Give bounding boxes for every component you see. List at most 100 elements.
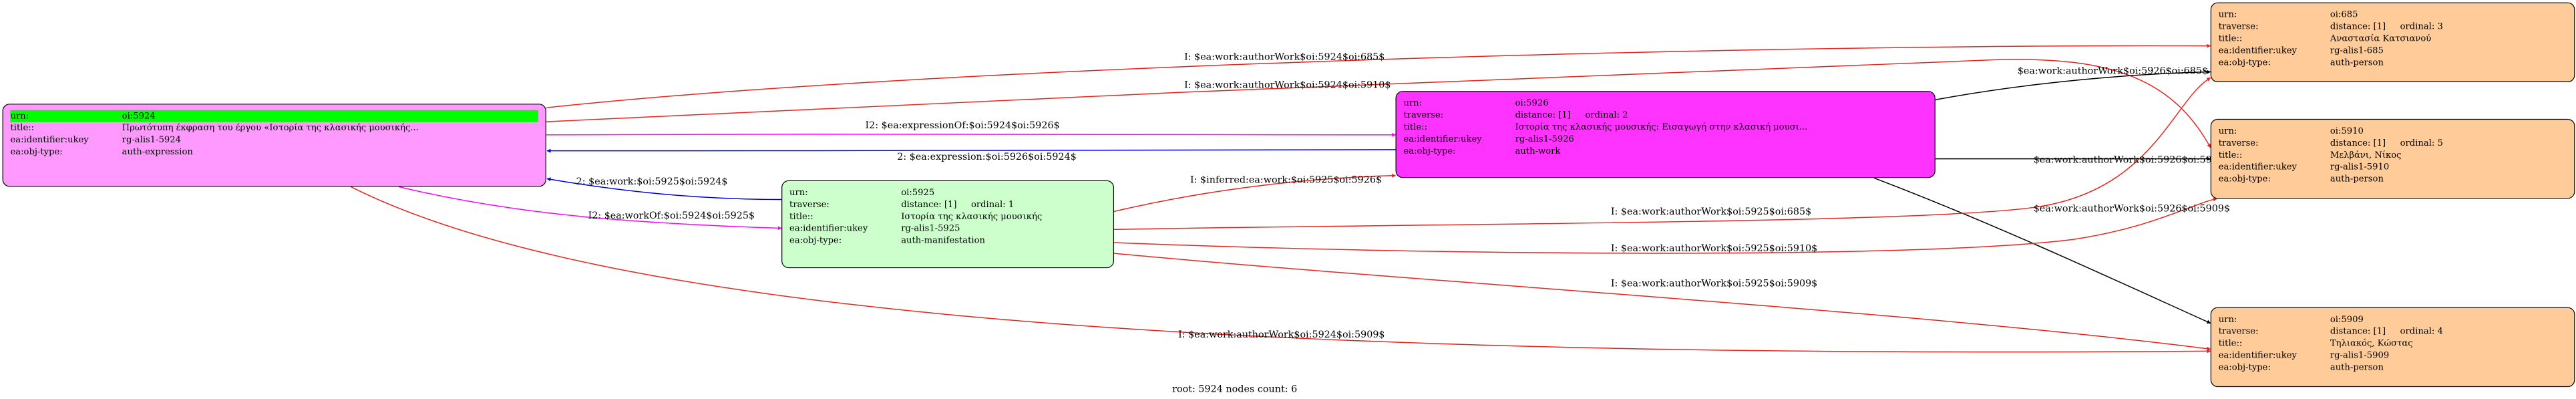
title-value: Τηλιακός, Κώστας [2330, 338, 2413, 349]
node-urn-row: urn: oi:5926 [1403, 98, 1927, 110]
ukey-key: ea:identifier:ukey [1403, 134, 1482, 144]
edge-label-5925-5910: I: $ea:work:authorWork$oi:5925$oi:5910$ [1611, 243, 1817, 254]
node-685[interactable]: urn: oi:685 traverse:distance: [1]ordinal… [2210, 2, 2575, 82]
node-5924[interactable]: urn:oi:5924 title::Πρωτότυπη έκφραση του… [2, 104, 546, 187]
node-type-row: ea:obj-type:auth-person [2219, 362, 2567, 374]
edge-5925-5910 [1113, 197, 2217, 254]
traverse-key: traverse: [2218, 21, 2259, 32]
urn-key: urn: [789, 187, 808, 198]
urn-key: urn: [1403, 98, 1423, 108]
type-key: ea:obj-type: [2218, 57, 2271, 68]
edge-label-5925-5909: I: $ea:work:authorWork$oi:5925$oi:5909$ [1611, 279, 1817, 289]
node-urn-row: urn: oi:5910 [2219, 125, 2567, 137]
traverse-key: traverse: [789, 199, 830, 210]
ukey-key: ea:identifier:ukey [2218, 162, 2297, 172]
edge-label-5926-685: $ea:work:authorWork$oi:5926$oi:685$ [2018, 65, 2208, 76]
traverse-key: traverse: [1403, 110, 1444, 120]
title-value: Ιστορία της κλασικής μουσικής: Εισαγωγή … [1515, 122, 1808, 132]
title-key: title:: [2218, 150, 2243, 160]
edge-5926-685 [1935, 70, 2211, 100]
node-traverse-row: traverse:distance: [1]ordinal: 4 [2219, 325, 2567, 338]
node-type-row: ea:obj-type: auth-person [2219, 57, 2567, 69]
urn-value: oi:5924 [122, 110, 538, 122]
node-urn-row: urn:oi:5925 [789, 186, 1106, 198]
urn-value: oi:5910 [2330, 126, 2364, 136]
distance-value: distance: [1] [901, 199, 957, 210]
urn-value: oi:685 [2330, 9, 2358, 20]
type-value: auth-manifestation [901, 235, 985, 246]
edge-5925-5926 [1113, 173, 1397, 213]
ukey-key: ea:identifier:ukey [2218, 45, 2297, 55]
node-type-row: ea:obj-type: auth-manifestation [789, 235, 1106, 247]
ukey-key: ea:identifier:ukey [789, 223, 868, 234]
edge-5924-5909 [351, 186, 2211, 354]
node-5926[interactable]: urn: oi:5926 traverse: distance: [1] ordina… [1395, 91, 1936, 178]
node-5925[interactable]: urn:oi:5925 traverse: distance: [1] ordina… [781, 180, 1115, 269]
node-title-row: title::Τηλιακός, Κώστας [2219, 338, 2567, 350]
node-traverse-row: traverse:distance: [1]ordinal: 3 [2219, 21, 2567, 33]
node-title-row: title::Αναστασία Κατσιανού [2219, 33, 2567, 45]
node-ukey-row: ea:identifier:ukey rg-alis1-685 [2219, 45, 2567, 57]
distance-value: distance: [1] [2330, 138, 2386, 148]
node-traverse-row: traverse: distance: [1] ordinal: 1 [789, 198, 1106, 211]
ukey-value: rg-alis1-685 [2330, 45, 2384, 55]
node-ukey-row: ea:identifier:ukey rg-alis1-5909 [2219, 350, 2567, 362]
traverse-key: traverse: [2218, 138, 2259, 148]
type-key: ea:obj-type: [1403, 146, 1456, 156]
distance-value: distance: [1] [2330, 326, 2386, 337]
edge-label-5924-5925: I2: $ea:workOf:$oi:5924$oi:5925$ [588, 211, 755, 221]
ukey-key: ea:identifier:ukey [2218, 350, 2297, 361]
urn-value: oi:5909 [2330, 314, 2364, 325]
edge-label-5926-5910: $ea:work:authorWork$oi:5926$oi:5910$ [2034, 155, 2230, 166]
node-type-row: ea:obj-type: auth-work [1403, 145, 1927, 157]
ordinal-value: ordinal: 5 [2400, 138, 2443, 148]
node-ukey-row: ea:identifier:ukey rg-alis1-5924 [11, 134, 538, 146]
urn-key: urn: [10, 110, 122, 122]
node-title-row: title::Ιστορία της κλασικής μουσικής [789, 211, 1106, 223]
node-title-row: title::Ιστορία της κλασικής μουσικής: Ει… [1403, 121, 1927, 133]
edge-5925-685 [1114, 77, 2211, 231]
edge-5924-5926 [546, 132, 1397, 137]
type-value: auth-work [1515, 146, 1561, 156]
urn-value: oi:5926 [1515, 98, 1549, 108]
node-traverse-row: traverse: distance: [1] ordinal: 5 [2219, 137, 2567, 149]
urn-key: urn: [2218, 126, 2237, 136]
ordinal-value: ordinal: 2 [1585, 110, 1628, 120]
type-value: auth-person [2330, 57, 2384, 68]
ordinal-value: ordinal: 4 [2400, 326, 2443, 337]
edge-label-5925-5926: I: $inferred:ea:work:$oi:5925$oi:5926$ [1190, 174, 1382, 185]
distance-value: distance: [1] [1515, 110, 1571, 120]
ukey-key: ea:identifier:ukey [10, 134, 89, 145]
title-key: title:: [2218, 338, 2243, 349]
type-key: ea:obj-type: [789, 235, 842, 246]
edge-label-5924-5926: I2: $ea:expressionOf:$oi:5924$oi:5926$ [865, 120, 1059, 131]
edge-5924-5925 [398, 186, 782, 231]
ukey-value: rg-alis1-5924 [122, 134, 182, 145]
title-key: title:: [2218, 33, 2243, 44]
node-type-row: ea:obj-type:auth-person [2219, 173, 2567, 185]
urn-key: urn: [2218, 9, 2237, 20]
edge-label-5924-5909: I: $ea:work:authorWork$oi:5924$oi:5909$ [1178, 329, 1385, 340]
title-key: title:: [1403, 122, 1428, 132]
node-type-row: ea:obj-type:auth-expression [11, 146, 538, 158]
edge-label-5926-5924: 2: $ea:expression:$oi:5926$oi:5924$ [897, 152, 1077, 162]
node-5910[interactable]: urn: oi:5910 traverse: distance: [1] ordina… [2210, 118, 2575, 199]
ordinal-value: ordinal: 1 [970, 199, 1015, 210]
ordinal-value: ordinal: 3 [2400, 21, 2443, 32]
urn-key: urn: [2218, 314, 2237, 325]
type-key: ea:obj-type: [2218, 362, 2271, 373]
edge-5924-685 [546, 43, 2211, 108]
edge-label-5925-685: I: $ea:work:authorWork$oi:5925$oi:685$ [1611, 207, 1811, 217]
title-value: Αναστασία Κατσιανού [2330, 33, 2432, 44]
ukey-value: rg-alis1-5909 [2330, 350, 2390, 361]
node-traverse-row: traverse: distance: [1] ordinal: 2 [1403, 110, 1927, 122]
edge-label-5925-5924: 2: $ea:work:$oi:5925$oi:5924$ [576, 176, 728, 187]
node-5909[interactable]: urn:oi:5909 traverse:distance: [1]ordina… [2210, 307, 2575, 388]
edge-label-5924-685: I: $ea:work:authorWork$oi:5924$oi:685$ [1184, 52, 1385, 63]
title-value: Ιστορία της κλασικής μουσικής [901, 211, 1043, 222]
edge-5925-5924 [546, 177, 782, 201]
